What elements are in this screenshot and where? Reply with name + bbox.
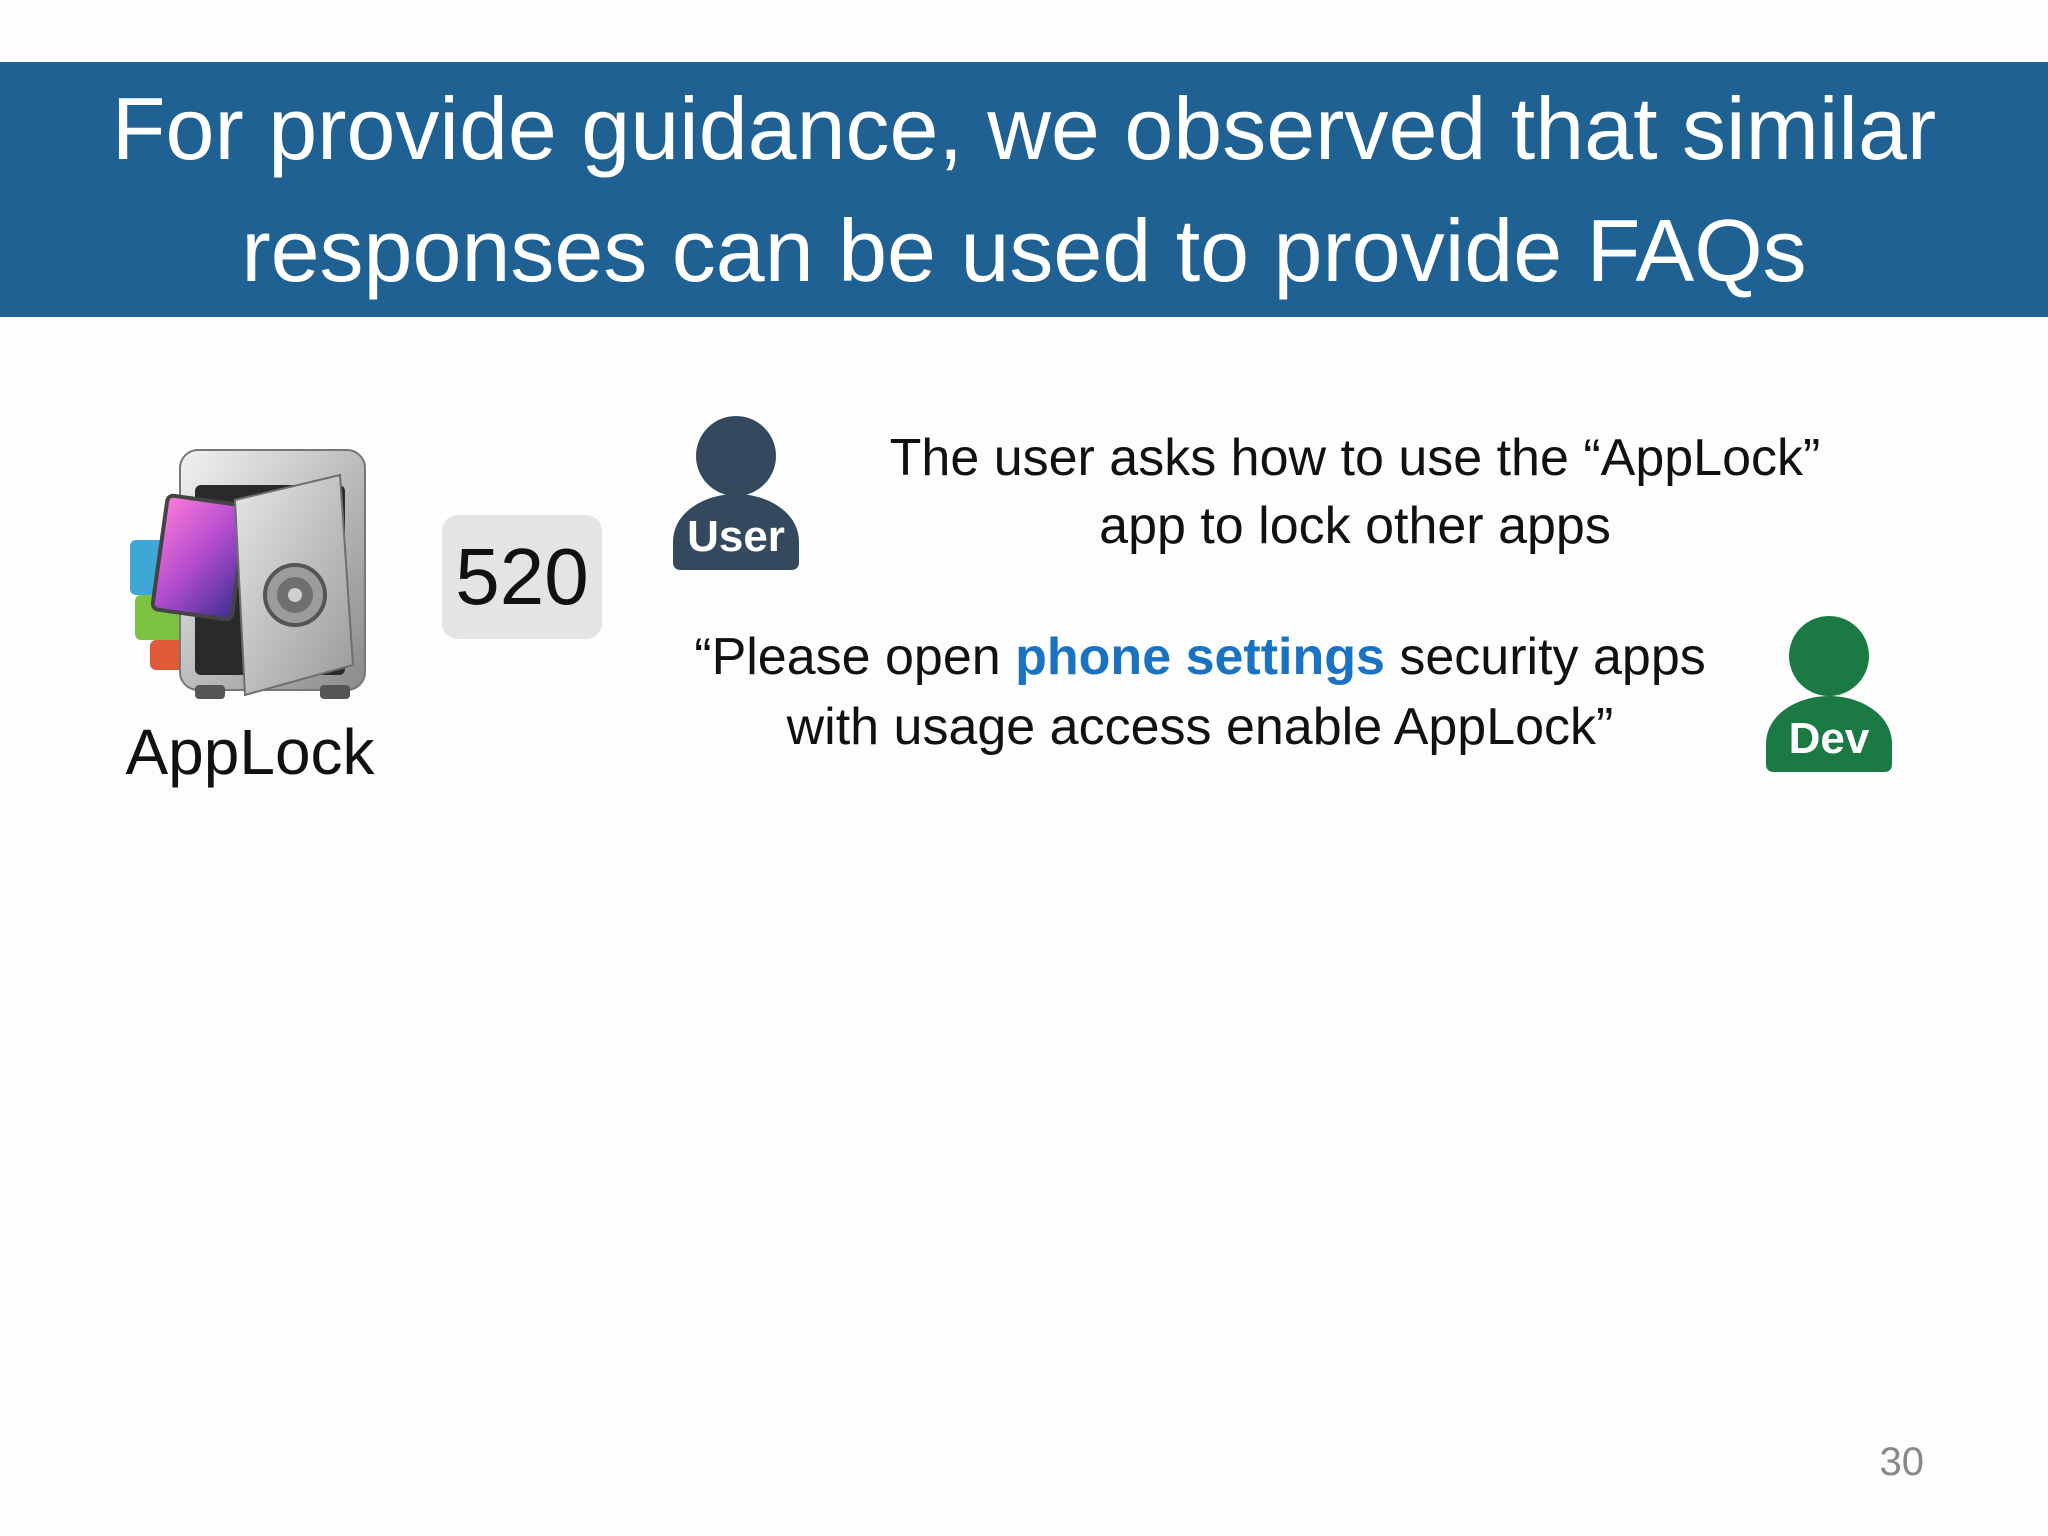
dev-answer-line-2: with usage access enable AppLock” [786, 698, 1614, 756]
answer-highlight: phone settings [1015, 628, 1385, 686]
slide-title-line-2: responses can be used to provide FAQs [241, 200, 1807, 300]
dev-answer-part-2: security apps [1384, 628, 1706, 686]
slide-title-line-1: For provide guidance, we observed that s… [111, 78, 1937, 178]
user-label: User [687, 512, 785, 561]
dev-answer-line-1: “Please open phone settings security app… [640, 622, 1760, 692]
user-question-line-2: app to lock other apps [1099, 497, 1611, 555]
safe-icon [125, 445, 375, 710]
dev-label: Dev [1788, 714, 1870, 763]
app-name-label: AppLock [125, 716, 375, 788]
dev-person-icon [1766, 616, 1892, 772]
dev-answer-part-1: “Please open [694, 628, 1016, 686]
user-person-icon [673, 416, 799, 570]
page-number: 30 [1879, 1440, 1925, 1484]
title-bar: For provide guidance, we observed that s… [0, 62, 2048, 317]
dev-answer: “Please open phone settings security app… [640, 622, 1760, 762]
user-question-line-1: The user asks how to use the “AppLock” [889, 429, 1821, 487]
user-avatar: User [665, 412, 807, 570]
dev-avatar: Dev [1758, 612, 1900, 772]
user-question: The user asks how to use the “AppLock” a… [800, 424, 1910, 560]
count-badge: 520 [442, 515, 602, 639]
